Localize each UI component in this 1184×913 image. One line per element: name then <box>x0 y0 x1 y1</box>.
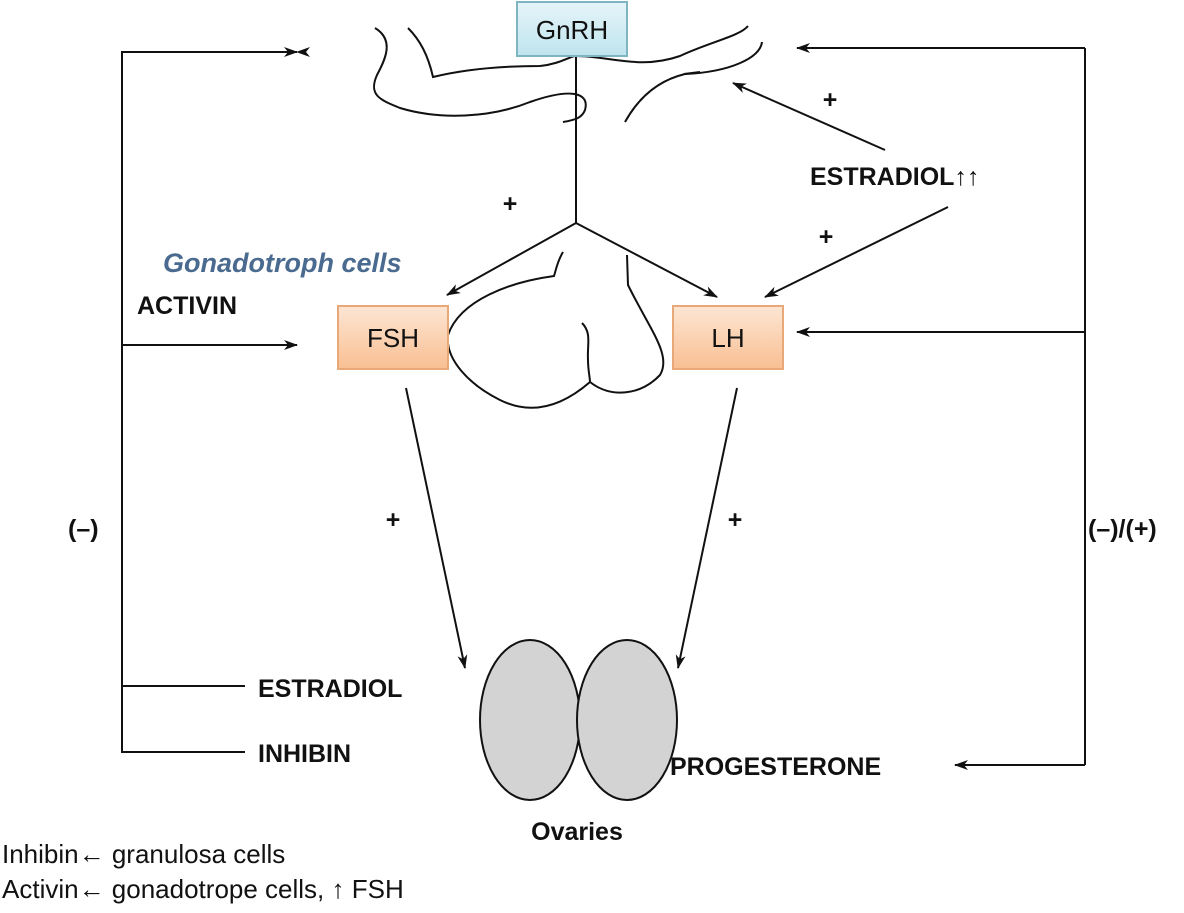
negative-positive-feedback-label: (–)/(+) <box>1088 515 1157 543</box>
plus-sign: + <box>503 190 518 218</box>
footer-note-activin: Activin← gonadotrope cells, ↑ FSH <box>2 874 404 904</box>
estradiol-to-hypothalamus-arrow <box>732 82 886 151</box>
right-feedback-loop <box>796 43 1086 770</box>
plus-sign: + <box>823 86 838 114</box>
lh-to-ovaries-arrow <box>675 387 738 669</box>
gnrh-box: GnRH <box>516 1 628 57</box>
svg-text:FSH: FSH <box>367 323 419 353</box>
hypothalamus-outline <box>372 25 763 123</box>
ovaries-label: Ovaries <box>531 818 623 846</box>
lh-box: LH <box>672 305 784 370</box>
fsh-box: FSH <box>337 305 449 370</box>
inhibin-label: INHIBIN <box>258 740 351 768</box>
fsh-to-ovaries-arrow <box>405 387 468 669</box>
gnrh-to-fsh-arrow <box>446 222 577 296</box>
estradiol-to-lh-arrow <box>764 206 949 298</box>
activin-label: ACTIVIN <box>137 292 237 320</box>
left-feedback-loop <box>121 47 310 753</box>
estradiol-high-label: ESTRADIOL↑↑ <box>810 163 979 191</box>
ovary-right <box>576 639 678 801</box>
ovary-left <box>479 639 581 801</box>
negative-feedback-label: (–) <box>68 515 99 543</box>
footer-note-inhibin: Inhibin← granulosa cells <box>2 839 285 869</box>
svg-text:LH: LH <box>711 323 744 353</box>
gonadotroph-cells-label: Gonadotroph cells <box>163 248 402 278</box>
estradiol-label: ESTRADIOL <box>258 675 402 703</box>
plus-sign: + <box>386 506 401 534</box>
pituitary-outline <box>446 251 665 409</box>
plus-sign: + <box>728 506 743 534</box>
svg-text:GnRH: GnRH <box>536 15 608 45</box>
gnrh-to-lh-arrow <box>575 222 718 298</box>
plus-sign: + <box>819 223 834 251</box>
progesterone-label: PROGESTERONE <box>670 753 881 781</box>
